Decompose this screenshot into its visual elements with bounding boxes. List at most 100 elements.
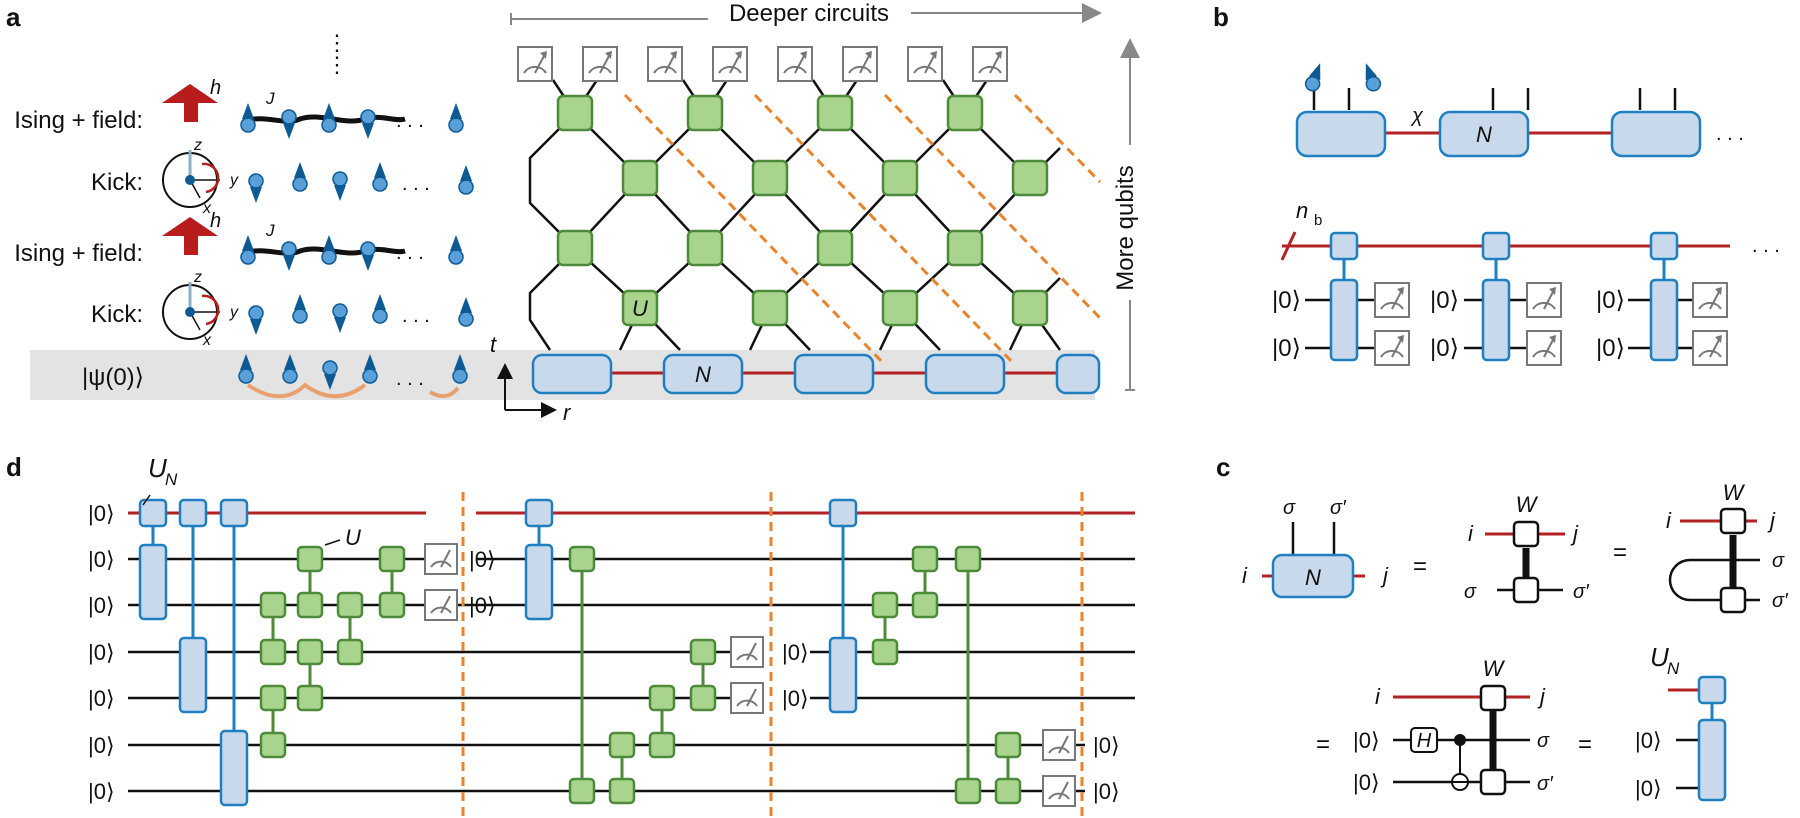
- j-label: j: [1537, 684, 1546, 709]
- meter-needle: [1058, 781, 1069, 800]
- field-arrow-icon-2: h: [162, 210, 221, 255]
- j-label: j: [1380, 563, 1389, 588]
- un-bottom-block: [219, 729, 249, 807]
- measurement-icon: [1526, 330, 1562, 366]
- svg-text:h: h: [210, 210, 221, 232]
- ket0-label: |0⟩: [88, 547, 115, 572]
- svg-text:. . .: . . .: [396, 242, 424, 264]
- bloch-sphere-icon-2: z y x: [162, 269, 239, 349]
- measurement-icon: [647, 46, 683, 82]
- i-label: i: [1375, 684, 1381, 709]
- equals-sign: =: [1578, 731, 1592, 758]
- un-top-block: [138, 498, 168, 528]
- brickwork-circuit: U N: [517, 46, 1102, 395]
- un-bottom-block: [828, 636, 858, 714]
- u-gate: [336, 591, 364, 619]
- svg-text:z: z: [193, 137, 202, 154]
- u-gate: [378, 545, 406, 573]
- ket-labels: |0⟩|0⟩|0⟩|0⟩|0⟩|0⟩|0⟩|0⟩|0⟩|0⟩|0⟩|0⟩|0⟩: [88, 501, 1120, 804]
- u-gate: [648, 684, 676, 712]
- meter-frame: [424, 543, 458, 575]
- svg-text:h: h: [210, 77, 221, 99]
- meter-frame: [1042, 729, 1076, 761]
- row-label-ising-2: Ising + field:: [14, 240, 143, 267]
- sigma-prime-label: σ′: [1772, 590, 1789, 612]
- field-arrow-icon: h: [162, 77, 221, 122]
- svg-text:y: y: [229, 172, 239, 189]
- un-top-block: [178, 498, 208, 528]
- u-gate: [608, 731, 636, 759]
- sigma-label: σ: [1537, 730, 1550, 752]
- un-bottom-block: [138, 543, 168, 621]
- ket0-label: |0⟩: [1635, 728, 1662, 753]
- spin-chain-ising-2: J . . .: [240, 221, 464, 272]
- measurement-icon: [1374, 282, 1410, 318]
- sigma-label: σ: [1283, 497, 1296, 519]
- meter-needle: [746, 688, 757, 707]
- panel-label-b: b: [1213, 2, 1229, 32]
- ket0-label: |0⟩: [1272, 335, 1301, 362]
- u-gate: [871, 638, 899, 666]
- bloch-sphere-icon: z y x: [162, 137, 239, 217]
- ket0-label: |0⟩: [469, 593, 496, 618]
- ket0-label: |0⟩: [88, 640, 115, 665]
- spin-icon: [1302, 59, 1384, 94]
- panel-b: b χ N . . . n b . . .: [1213, 2, 1780, 366]
- ket0-label: |0⟩: [1272, 287, 1301, 314]
- svg-text:. . .: . . .: [402, 305, 430, 327]
- svg-text:z: z: [193, 269, 202, 286]
- un-label: U: [1650, 642, 1669, 672]
- ket0-label: |0⟩: [1430, 287, 1459, 314]
- row-label-ising-1: Ising + field:: [14, 107, 143, 134]
- panel-d: d |0⟩|0⟩|0⟩|0⟩|0⟩|0⟩|0⟩|0⟩|0⟩|0⟩|0⟩|0⟩|0…: [6, 452, 1135, 818]
- u-gate: [911, 591, 939, 619]
- meter-dial: [736, 699, 758, 707]
- deeper-circuits-label: Deeper circuits: [729, 0, 889, 27]
- equals-sign: =: [1316, 731, 1330, 758]
- ket0-label: |0⟩: [88, 593, 115, 618]
- measurement-icon: [1692, 282, 1728, 318]
- meter-dial: [430, 606, 452, 614]
- gate-u-label: U: [345, 525, 361, 550]
- u-gate: [336, 638, 364, 666]
- w-label: W: [1723, 480, 1746, 505]
- panel-a: a ⋮ ⋮ Ising + field: Kick: Ising + field…: [6, 0, 1140, 425]
- wire-gap: [760, 638, 810, 666]
- vertical-dots: ⋮: [326, 30, 348, 55]
- measurement-icon: [730, 636, 764, 668]
- spin-chain-ising-1: J . . .: [240, 89, 464, 140]
- spin-chain-kick-1: . . .: [248, 161, 474, 204]
- svg-text:. . .: . . .: [396, 110, 424, 132]
- row-label-kick-2: Kick:: [91, 301, 143, 328]
- measurement-icon: [712, 46, 748, 82]
- mps-n-label: N: [695, 362, 711, 387]
- i-label: i: [1666, 508, 1672, 533]
- un-top-block: [828, 498, 858, 528]
- un-top-block: [524, 498, 554, 528]
- panel-label-a: a: [6, 2, 21, 32]
- j-label: j: [1570, 521, 1579, 546]
- measurement-icon: [517, 46, 553, 82]
- svg-text:x: x: [202, 332, 212, 349]
- ket0-label: |0⟩: [1596, 335, 1625, 362]
- equals-sign: =: [1613, 539, 1627, 566]
- ket0-label: |0⟩: [469, 547, 496, 572]
- u-gate: [568, 777, 596, 805]
- u-gate: [259, 638, 287, 666]
- measurement-icon: [907, 46, 943, 82]
- un-top-block: [219, 498, 249, 528]
- ket0-label: |0⟩: [782, 640, 809, 665]
- measurement-icon: [972, 46, 1008, 82]
- u-gate: [259, 684, 287, 712]
- meter-needle: [440, 549, 451, 568]
- r-label: r: [563, 400, 572, 425]
- meter-frame: [1042, 775, 1076, 807]
- u-gate: [994, 777, 1022, 805]
- meter-needle: [440, 595, 451, 614]
- svg-text:J: J: [265, 221, 275, 240]
- row-label-kick-1: Kick:: [91, 169, 143, 196]
- dots-label-2: . . .: [1752, 235, 1780, 257]
- meter-dial: [430, 560, 452, 568]
- spin-chain-kick-2: . . .: [248, 293, 474, 336]
- meter-frame: [424, 589, 458, 621]
